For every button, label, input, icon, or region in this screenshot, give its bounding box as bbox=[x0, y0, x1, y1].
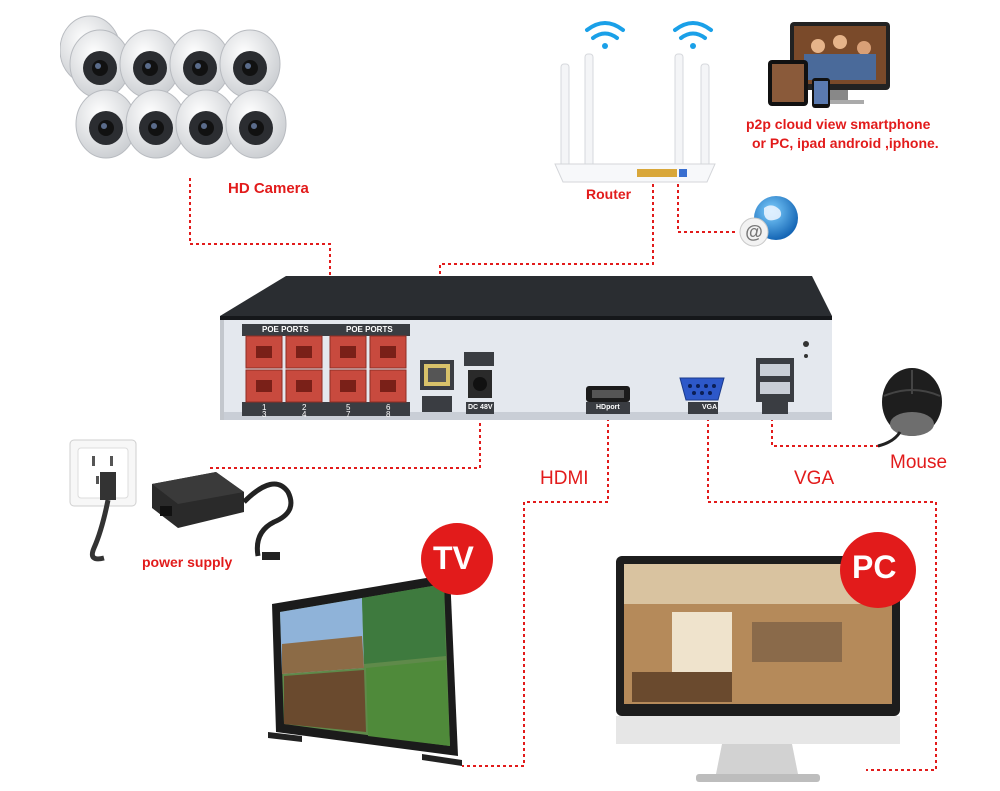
p2p-text-line1: p2p cloud view smartphone bbox=[746, 116, 931, 132]
router-icon bbox=[554, 21, 716, 183]
p2p-devices-icon bbox=[768, 22, 890, 108]
hd-camera-label: HD Camera bbox=[228, 180, 309, 197]
power-supply-label: power supply bbox=[142, 554, 233, 570]
pc-badge bbox=[840, 532, 916, 608]
hdmi-port-label: HDport bbox=[596, 404, 620, 411]
usb-mouse-icon bbox=[877, 368, 942, 448]
vga-port-label: VGA bbox=[702, 404, 718, 411]
poe-port-number: 4 bbox=[302, 410, 307, 419]
pc-badge-text: PC bbox=[852, 549, 897, 585]
poe-ports-left-label: POE PORTS bbox=[262, 325, 309, 334]
poe-port-number: 5 bbox=[346, 403, 351, 412]
poe-port-number: 6 bbox=[386, 403, 391, 412]
p2p-text-line2: or PC, ipad android ,iphone. bbox=[752, 135, 939, 151]
poe-ports-right-label: POE PORTS bbox=[346, 325, 393, 334]
dome-camera-group bbox=[60, 15, 287, 159]
globe-email-icon: @ bbox=[739, 196, 798, 247]
router-label: Router bbox=[586, 186, 632, 202]
poe-port-number: 3 bbox=[262, 410, 267, 419]
vga-label: VGA bbox=[794, 468, 835, 489]
mouse-label: Mouse bbox=[890, 452, 948, 473]
wifi-icon bbox=[585, 21, 713, 49]
tv-icon bbox=[268, 574, 462, 766]
poe-port-number: 1 bbox=[262, 403, 267, 412]
tv-badge bbox=[421, 523, 493, 595]
poe-port-number: 7 bbox=[346, 410, 351, 419]
dc-48v-label: DC 48V bbox=[468, 404, 493, 411]
svg-text:@: @ bbox=[745, 222, 763, 242]
poe-port-number: 8 bbox=[386, 410, 391, 419]
tv-badge-text: TV bbox=[433, 540, 474, 576]
poe-port-number: 2 bbox=[302, 403, 307, 412]
hdmi-label: HDMI bbox=[540, 468, 589, 489]
power-supply-icon bbox=[69, 439, 294, 562]
nvr-recorder bbox=[220, 276, 832, 420]
